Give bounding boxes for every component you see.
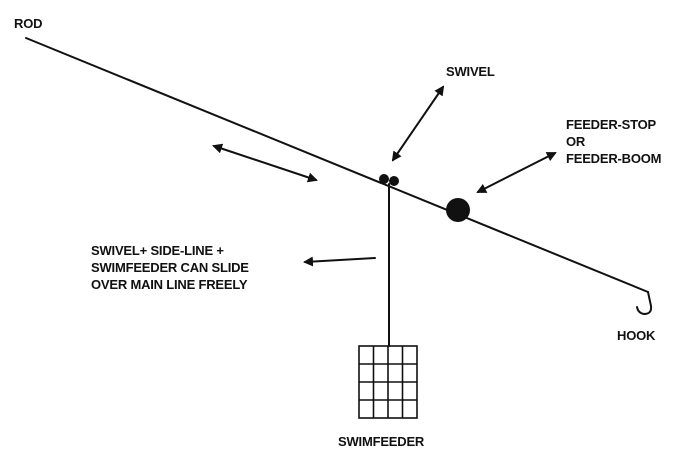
feeder-stop-label-line2: OR <box>566 134 586 149</box>
slide-note-line1: SWIVEL+ SIDE-LINE + <box>91 243 224 258</box>
swivel-bead-right <box>389 176 399 186</box>
note-pointer-arrow <box>303 256 376 267</box>
feeder-stop-pointer-arrow <box>476 152 557 193</box>
slide-note-line3: OVER MAIN LINE FREELY <box>91 277 248 292</box>
slide-note-line2: SWIMFEEDER CAN SLIDE <box>91 260 249 275</box>
hook-label: HOOK <box>617 328 656 343</box>
swimfeeder-icon <box>358 345 418 419</box>
swivel-pointer-arrow <box>391 85 445 162</box>
slide-double-arrow <box>212 143 318 183</box>
feeder-stop-bead <box>446 198 470 222</box>
swivel-bead-left <box>379 174 389 184</box>
rod-label: ROD <box>14 16 42 31</box>
main-line <box>25 37 649 293</box>
feeder-stop-label-line1: FEEDER-STOP <box>566 117 657 132</box>
swivel-label: SWIVEL <box>446 64 495 79</box>
swimfeeder-label: SWIMFEEDER <box>338 434 425 449</box>
hook-icon <box>636 291 653 316</box>
feeder-stop-label-line3: FEEDER-BOOM <box>566 151 661 166</box>
